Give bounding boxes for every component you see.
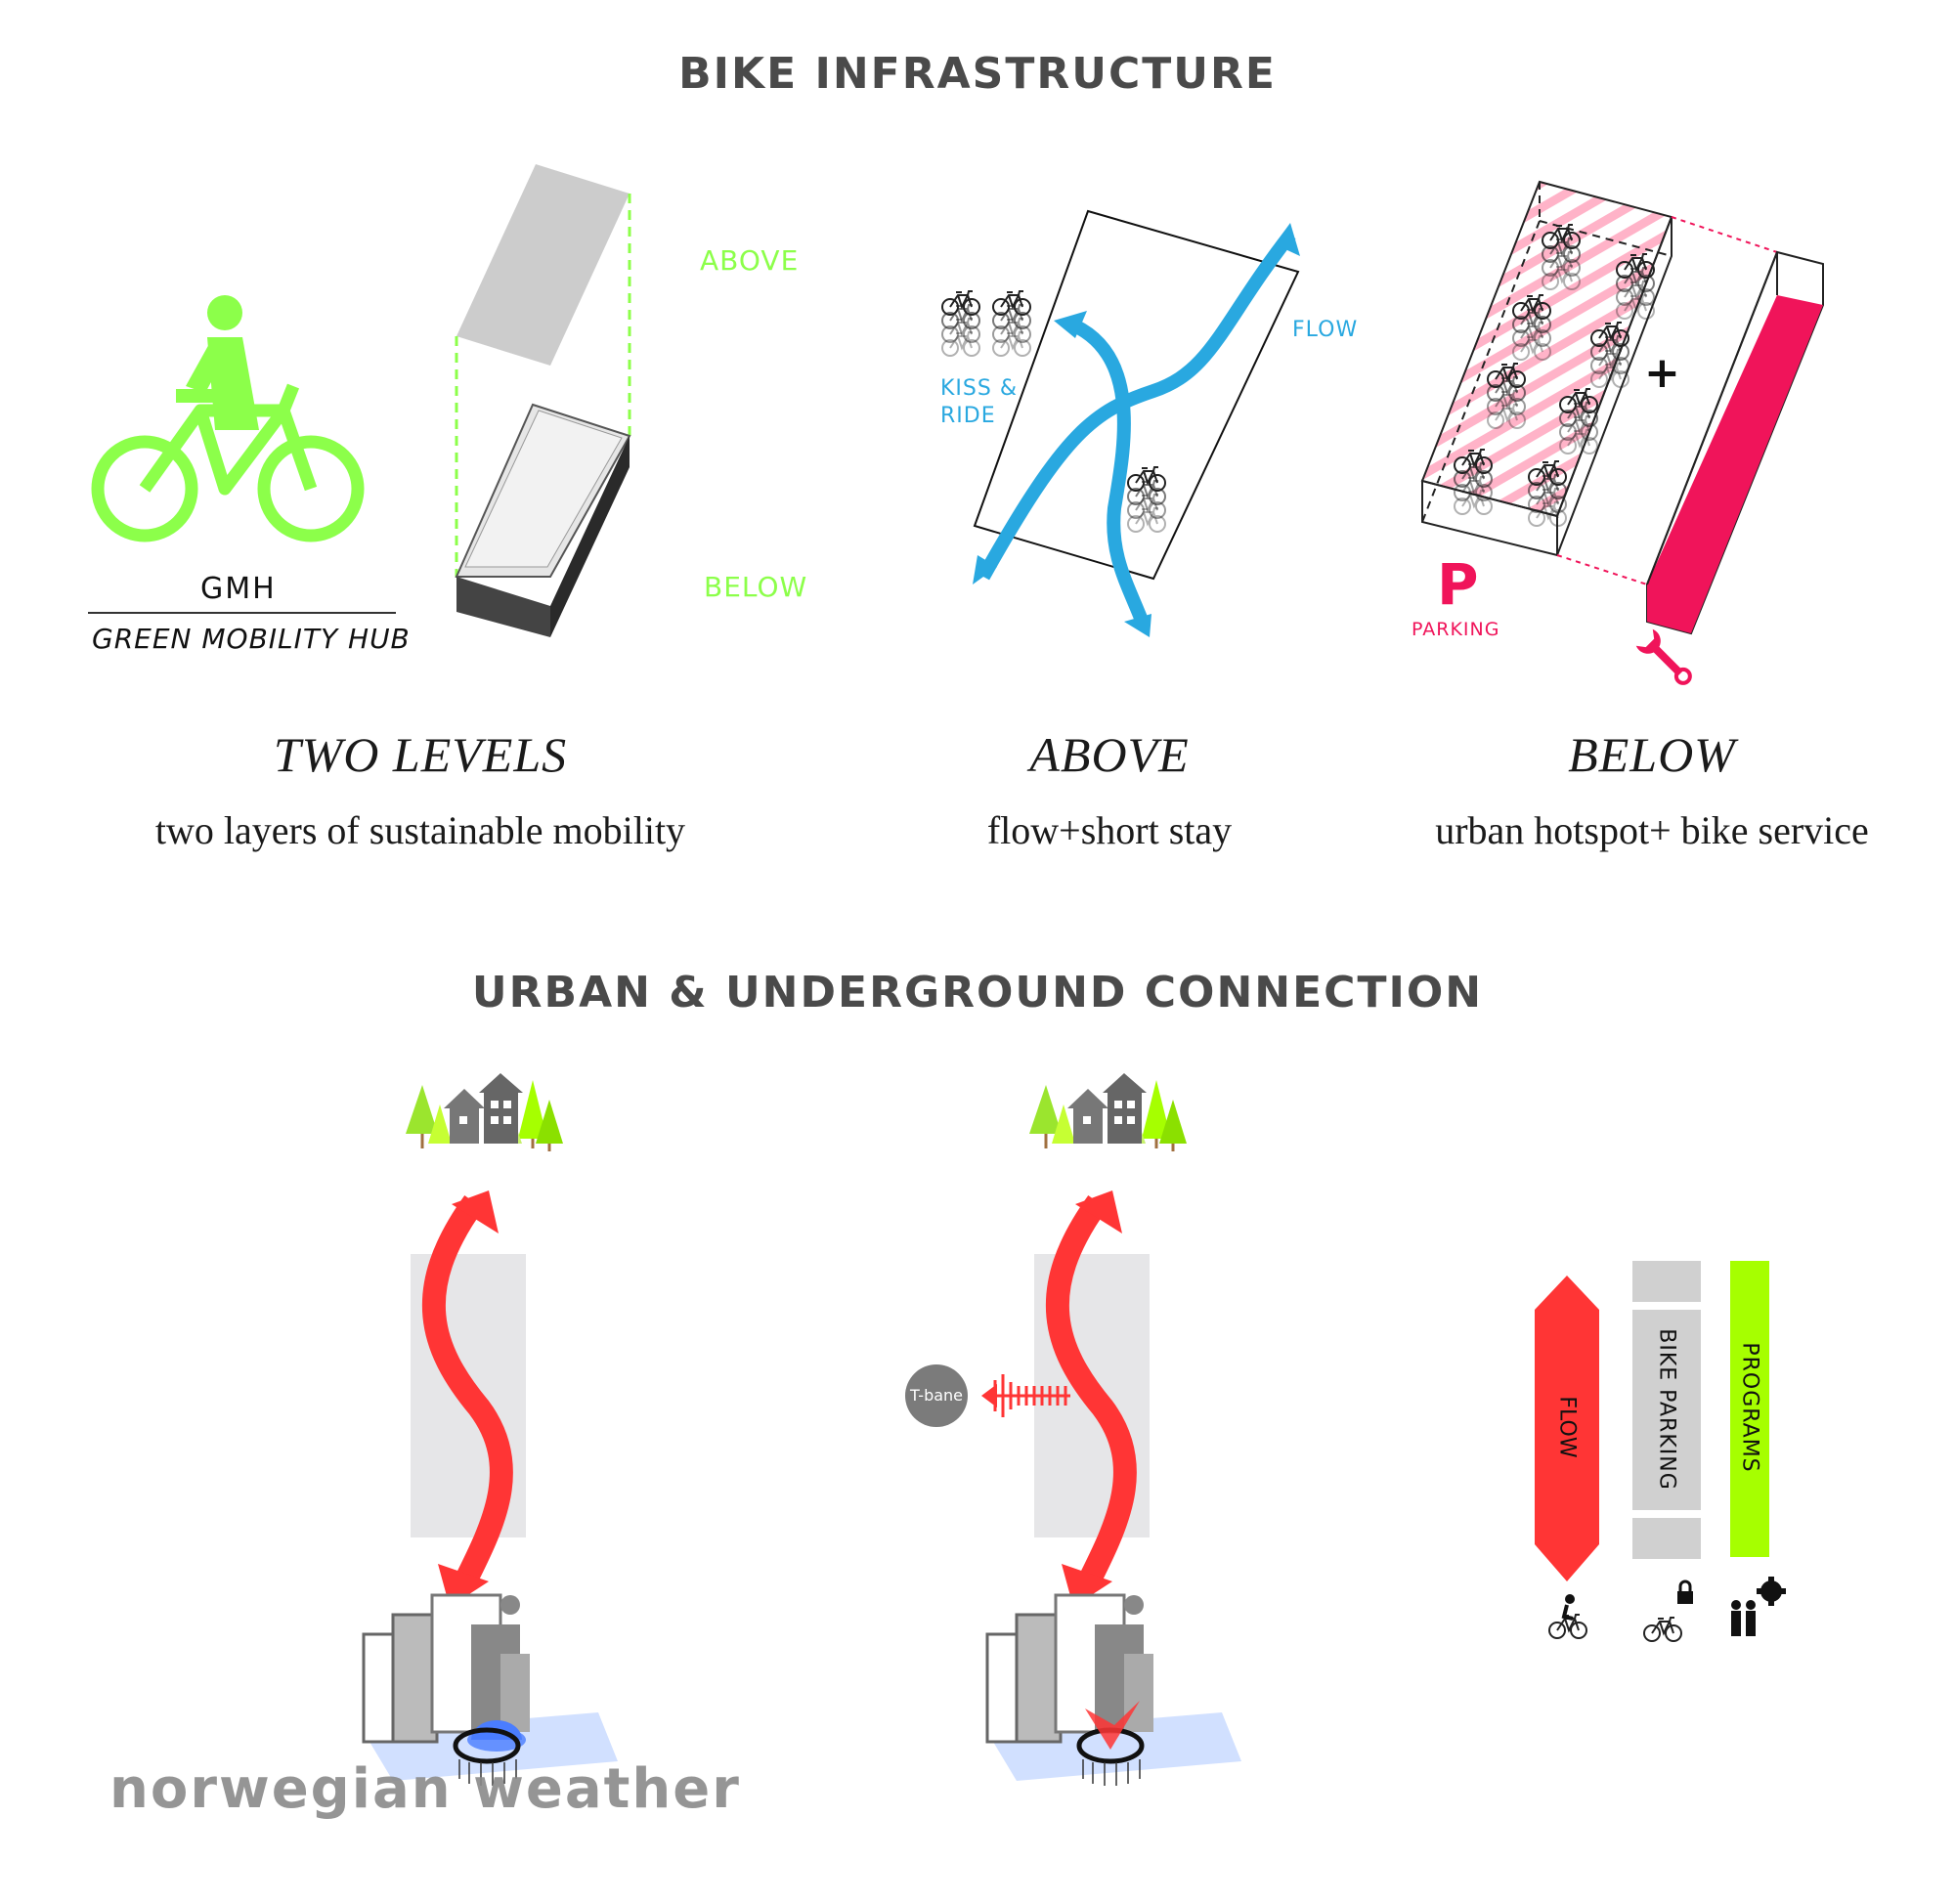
connection-diagram-2	[905, 1071, 1243, 1786]
people-icon	[1731, 1600, 1756, 1636]
legend-flow-label: FLOW	[1554, 1396, 1580, 1458]
connection-diagram-1	[362, 1071, 620, 1786]
tree-house-icon	[404, 1071, 565, 1153]
below-plan	[1420, 180, 1824, 685]
weather-label: norwegian weather	[109, 1757, 741, 1821]
wrench-icon	[1635, 628, 1692, 685]
urban-connection-title: URBAN & UNDERGROUND CONNECTION	[471, 968, 1484, 1017]
caption-subtitle-above: flow+short stay	[986, 808, 1233, 852]
legend-programs-label: PROGRAMS	[1737, 1342, 1762, 1473]
tree-house-icon	[1027, 1071, 1189, 1153]
caption-subtitle-two-levels: two layers of sustainable mobility	[154, 808, 686, 852]
flow-label: FLOW	[1292, 318, 1359, 342]
above-plan	[942, 209, 1300, 637]
kiss-ride-label-2: RIDE	[940, 404, 996, 428]
kiss-ride-label-1: KISS &	[940, 376, 1018, 401]
parking-symbol: P	[1437, 551, 1479, 618]
parking-label: PARKING	[1412, 619, 1500, 640]
city-icon	[985, 1593, 1243, 1783]
two-levels-diagram	[455, 164, 631, 637]
city-icon	[362, 1593, 620, 1783]
legend-graphics	[1535, 1261, 1786, 1642]
gear-icon	[1757, 1577, 1786, 1606]
plus-sign: +	[1644, 348, 1680, 398]
caption-subtitle-below: urban hotspot+ bike service	[1435, 808, 1869, 852]
tbane-label: T-bane	[909, 1386, 964, 1405]
gmh-full-name: GREEN MOBILITY HUB	[92, 623, 411, 655]
legend-bike-parking-label: BIKE PARKING	[1654, 1328, 1679, 1491]
above-level-label: ABOVE	[700, 244, 800, 277]
gmh-abbr: GMH	[200, 572, 277, 606]
bike-infrastructure-title: BIKE INFRASTRUCTURE	[678, 49, 1277, 99]
lock-icon	[1677, 1579, 1693, 1604]
caption-title-below: BELOW	[1568, 727, 1736, 782]
tbane-badge	[905, 1364, 968, 1427]
below-level-label: BELOW	[704, 571, 808, 603]
caption-title-two-levels: TWO LEVELS	[273, 727, 568, 782]
caption-title-above: ABOVE	[1029, 727, 1190, 782]
bike-icon	[1643, 1617, 1682, 1642]
cyclist-icon	[1548, 1594, 1587, 1639]
cyclist-icon	[91, 295, 365, 542]
